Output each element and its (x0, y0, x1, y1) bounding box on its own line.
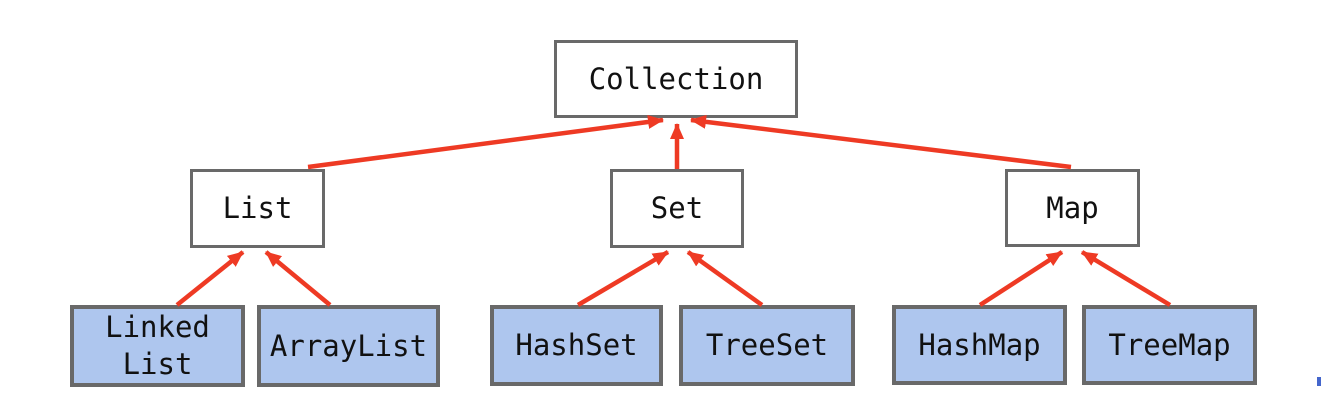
node-hashset: HashSet (490, 305, 663, 386)
node-linkedlist-label-line2: List (122, 347, 193, 381)
node-hashmap: HashMap (892, 305, 1067, 385)
edge-list-to-collection-arrow (307, 115, 664, 170)
edge-arraylist-to-list-arrow (264, 250, 332, 307)
node-arraylist-label: ArrayList (269, 328, 428, 363)
node-map-label: Map (1046, 190, 1099, 225)
node-hashset-label: HashSet (515, 328, 638, 362)
node-collection: Collection (554, 40, 798, 118)
node-linkedlist: Linked List (70, 305, 245, 387)
edge-treeset-to-set-arrow (686, 250, 764, 307)
node-set: Set (610, 169, 744, 248)
edge-hashmap-to-map-arrow (978, 250, 1064, 307)
node-treemap: TreeMap (1082, 305, 1257, 385)
node-treemap-label: TreeMap (1108, 327, 1231, 362)
node-hashmap-label: HashMap (918, 327, 1041, 362)
edge-hashset-to-set-arrow (576, 250, 670, 307)
node-list: List (190, 169, 325, 248)
node-arraylist: ArrayList (257, 305, 440, 387)
node-treeset-label: TreeSet (705, 328, 829, 362)
node-map: Map (1005, 169, 1140, 247)
edge-treemap-to-map-arrow (1080, 250, 1172, 307)
stray-mark (1317, 377, 1321, 386)
node-list-label: List (222, 191, 293, 225)
node-linkedlist-label-line1: Linked (105, 310, 210, 344)
node-set-label: Set (650, 191, 704, 225)
node-treeset: TreeSet (679, 305, 855, 386)
edge-linkedlist-to-list-arrow (175, 250, 245, 307)
node-collection-label: Collection (588, 61, 764, 96)
edge-map-to-collection-arrow (690, 114, 1072, 170)
